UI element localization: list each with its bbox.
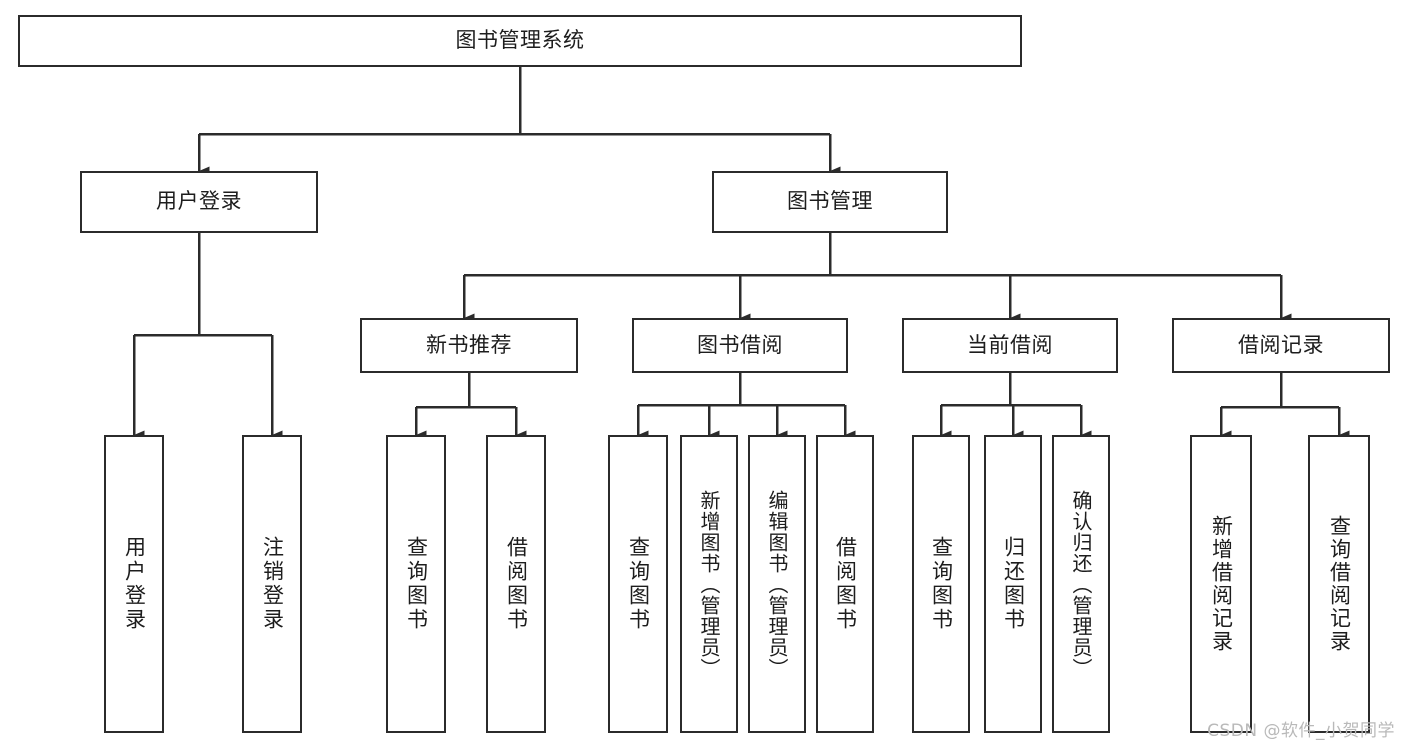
node-label: 借阅记录 <box>1238 332 1324 357</box>
node-label: 新书推荐 <box>426 332 512 357</box>
node-l-query-bb[interactable]: 查询图书 <box>608 435 668 733</box>
node-root[interactable]: 图书管理系统 <box>18 15 1022 67</box>
node-l-edit-book[interactable]: 编辑图书（管理员） <box>748 435 806 733</box>
node-label: 编辑图书（管理员） <box>765 489 789 679</box>
node-l-userlogin[interactable]: 用户登录 <box>104 435 164 733</box>
node-l-query-cb[interactable]: 查询图书 <box>912 435 970 733</box>
node-label: 确认归还（管理员） <box>1069 489 1093 679</box>
node-label: 图书借阅 <box>697 332 783 357</box>
node-n-current[interactable]: 当前借阅 <box>902 318 1118 373</box>
node-label: 图书管理 <box>787 189 873 214</box>
node-n-login[interactable]: 用户登录 <box>80 171 318 233</box>
node-l-borrow-nb[interactable]: 借阅图书 <box>486 435 546 733</box>
node-l-query-nb[interactable]: 查询图书 <box>386 435 446 733</box>
node-label: 新增图书（管理员） <box>697 489 721 679</box>
node-n-record[interactable]: 借阅记录 <box>1172 318 1390 373</box>
node-l-borrow-bb[interactable]: 借阅图书 <box>816 435 874 733</box>
node-label: 查询借阅记录 <box>1327 515 1352 653</box>
node-l-confirm-return[interactable]: 确认归还（管理员） <box>1052 435 1110 733</box>
node-label: 当前借阅 <box>967 332 1053 357</box>
node-l-add-book[interactable]: 新增图书（管理员） <box>680 435 738 733</box>
node-label: 用户登录 <box>122 536 147 632</box>
node-label: 借阅图书 <box>504 536 529 632</box>
node-label: 图书管理系统 <box>455 28 585 53</box>
node-l-return-book[interactable]: 归还图书 <box>984 435 1042 733</box>
node-label: 归还图书 <box>1001 536 1026 632</box>
node-label: 查询图书 <box>404 536 429 632</box>
node-label: 借阅图书 <box>833 536 858 632</box>
node-label: 新增借阅记录 <box>1209 515 1234 653</box>
node-l-add-record[interactable]: 新增借阅记录 <box>1190 435 1252 733</box>
node-l-query-record[interactable]: 查询借阅记录 <box>1308 435 1370 733</box>
node-label: 用户登录 <box>156 189 242 214</box>
node-label: 注销登录 <box>260 536 285 632</box>
node-label: 查询图书 <box>626 536 651 632</box>
node-n-bookmgmt[interactable]: 图书管理 <box>712 171 948 233</box>
node-label: 查询图书 <box>929 536 954 632</box>
node-n-newbook[interactable]: 新书推荐 <box>360 318 578 373</box>
connector-group <box>132 67 1350 440</box>
node-n-borrow[interactable]: 图书借阅 <box>632 318 848 373</box>
node-l-logout[interactable]: 注销登录 <box>242 435 302 733</box>
